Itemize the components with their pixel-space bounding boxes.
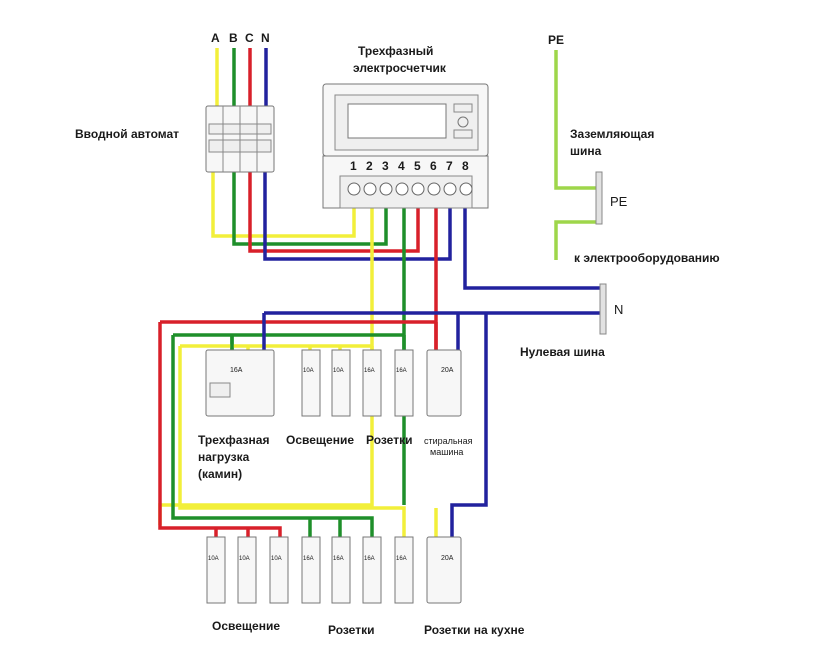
pe-label-top: PE (548, 33, 564, 47)
wire-blue-top-bus (262, 311, 600, 352)
breaker-lighting-b3: 10A (269, 536, 289, 604)
ground-bus-label-line2: шина (570, 144, 602, 158)
breaker-rating: 10A (208, 556, 219, 562)
pe-bus-label: PE (610, 194, 628, 209)
breaker-rating: 10A (271, 556, 282, 562)
label-phase-b: B (229, 31, 238, 45)
breaker-kitchen-1: 16A (394, 536, 414, 604)
lighting-top-label: Освещение (286, 433, 354, 447)
meter-terminal-number: 5 (414, 159, 421, 173)
meter-terminal-number: 3 (382, 159, 389, 173)
wire-pe-output (554, 220, 596, 260)
meter-terminal-number: 2 (366, 159, 373, 173)
breaker-sockets-b1: 16A (301, 536, 321, 604)
breaker-lighting-2: 10A (331, 349, 351, 417)
meter-title-line1: Трехфазный (358, 44, 433, 58)
neutral-bus (599, 283, 607, 335)
breaker-lighting-b2: 10A (237, 536, 257, 604)
input-breaker-label: Вводной автомат (75, 127, 179, 141)
wire-neutral-out (463, 205, 600, 290)
wire-phase-a-to-meter (211, 170, 356, 238)
rcd-three-phase: 16A (205, 349, 275, 417)
breaker-rating: 16A (396, 368, 407, 374)
washer-label-line2: машина (430, 447, 463, 457)
meter-terminal-number: 7 (446, 159, 453, 173)
breaker-rating: 10A (333, 368, 344, 374)
breaker-sockets-2: 16A (394, 349, 414, 417)
rcd-kitchen-rating: 20A (441, 555, 454, 562)
ground-bus-label-line1: Заземляющая (570, 127, 654, 141)
wire-neutral-to-meter (263, 170, 452, 261)
three-phase-load-line2: нагрузка (198, 450, 250, 464)
n-bus-label: N (614, 302, 623, 317)
meter-terminal-screw (395, 182, 409, 196)
wire-phase-c-to-meter (248, 170, 420, 253)
breaker-sockets-1: 16A (362, 349, 382, 417)
to-equipment-label: к электрооборудованию (574, 251, 720, 265)
breaker-rating: 16A (364, 368, 375, 374)
meter-terminal-screw (363, 182, 377, 196)
ground-bus (595, 171, 603, 225)
label-neutral: N (261, 31, 270, 45)
wire-pe-input (554, 50, 596, 190)
lighting-bottom-label: Освещение (212, 619, 280, 633)
wire-phase-b-to-meter (232, 170, 388, 246)
sockets-top-label: Розетки (366, 433, 412, 447)
meter-terminal-number: 6 (430, 159, 437, 173)
breaker-rating: 10A (303, 368, 314, 374)
meter-terminal-screw (379, 182, 393, 196)
meter-terminal-screw (427, 182, 441, 196)
breaker-rating: 16A (333, 556, 344, 562)
meter-terminal-number: 4 (398, 159, 405, 173)
rcd-three-phase-rating: 16A (230, 367, 243, 374)
meter-terminal-screw (459, 182, 473, 196)
breaker-rating: 16A (303, 556, 314, 562)
meter-title-line2: электросчетчик (353, 61, 447, 75)
meter-terminal-screw (411, 182, 425, 196)
label-phase-a: A (211, 31, 220, 45)
three-phase-load-line1: Трехфазная (198, 433, 269, 447)
meter-terminal-screw (443, 182, 457, 196)
input-breaker (205, 105, 275, 173)
rcd-washer-rating: 20A (441, 367, 454, 374)
meter-terminal-number: 1 (350, 159, 357, 173)
breaker-sockets-b3: 16A (362, 536, 382, 604)
meter-terminal-screw (347, 182, 361, 196)
meter-terminal-number: 8 (462, 159, 469, 173)
breaker-lighting-1: 10A (301, 349, 321, 417)
breaker-rating: 10A (239, 556, 250, 562)
breaker-rating: 16A (396, 556, 407, 562)
kitchen-sockets-label: Розетки на кухне (424, 623, 525, 637)
bottom-breakers: 10A 10A 10A 16A 16A 16A 16A 20A (206, 536, 462, 604)
washer-label-line1: стиральная (424, 436, 473, 446)
wire-green-top-bus (171, 333, 406, 548)
three-phase-meter (322, 83, 489, 209)
breaker-rating: 16A (364, 556, 375, 562)
breaker-lighting-b1: 10A (206, 536, 226, 604)
rcd-kitchen: 20A (426, 536, 462, 604)
breaker-sockets-b2: 16A (331, 536, 351, 604)
neutral-bus-label: Нулевая шина (520, 345, 605, 359)
wire-blue-kitchen (450, 313, 488, 540)
label-phase-c: C (245, 31, 254, 45)
wire-yellow-top-bus (178, 344, 438, 548)
three-phase-load-line3: (камин) (198, 467, 242, 481)
sockets-bottom-label: Розетки (328, 623, 374, 637)
rcd-washer: 20A (426, 349, 462, 417)
